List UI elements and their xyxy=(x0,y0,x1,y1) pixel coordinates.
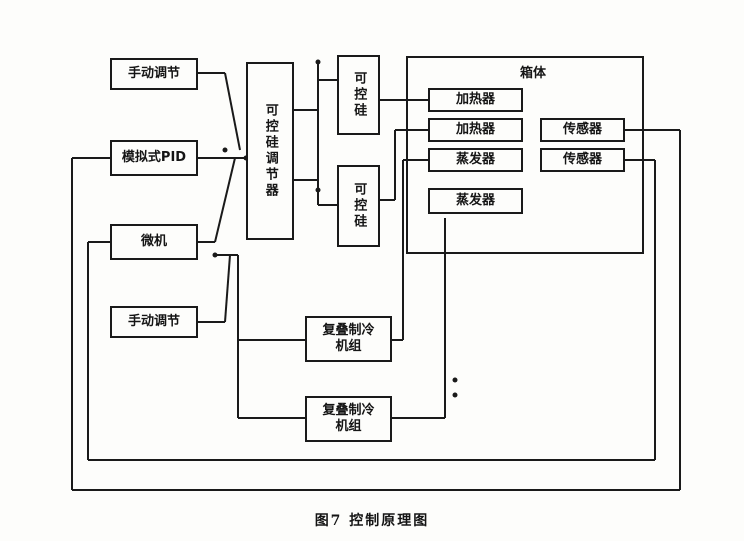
cascade-refrigeration-1-box: 复叠制冷机组 xyxy=(305,316,392,362)
scr-bottom-box: 可控硅 xyxy=(337,165,380,247)
microcomputer-label: 微机 xyxy=(140,234,167,250)
analog-pid-box: 模拟式PID xyxy=(110,140,198,176)
cascade-refrigeration-2-label: 复叠制冷机组 xyxy=(322,403,375,434)
chamber-label: 箱体 xyxy=(520,66,547,81)
sensor-1-label: 传感器 xyxy=(562,122,602,138)
heater-1-label: 加热器 xyxy=(455,92,495,108)
evaporator-1-box: 蒸发器 xyxy=(428,148,523,172)
manual-adjust-top-label: 手动调节 xyxy=(127,66,180,82)
heater-2-box: 加热器 xyxy=(428,118,523,142)
cascade-refrigeration-2-box: 复叠制冷机组 xyxy=(305,396,392,442)
chamber-outline xyxy=(406,56,644,254)
evaporator-1-label: 蒸发器 xyxy=(455,152,495,168)
sensor-1-box: 传感器 xyxy=(540,118,625,142)
scr-top-label: 可控硅 xyxy=(351,71,367,119)
sensor-2-box: 传感器 xyxy=(540,148,625,172)
scr-top-box: 可控硅 xyxy=(337,55,380,135)
microcomputer-box: 微机 xyxy=(110,224,198,260)
sensor-2-label: 传感器 xyxy=(562,152,602,168)
evaporator-2-box: 蒸发器 xyxy=(428,188,523,214)
manual-adjust-bottom-box: 手动调节 xyxy=(110,306,198,338)
figure-caption: 图7 控制原理图 xyxy=(314,513,430,529)
scr-regulator-box: 可控硅调节器 xyxy=(246,62,294,240)
heater-2-label: 加热器 xyxy=(455,122,495,138)
heater-1-box: 加热器 xyxy=(428,88,523,112)
manual-adjust-bottom-label: 手动调节 xyxy=(127,314,180,330)
cascade-refrigeration-1-label: 复叠制冷机组 xyxy=(322,323,375,354)
scr-bottom-label: 可控硅 xyxy=(351,182,367,230)
manual-adjust-top-box: 手动调节 xyxy=(110,58,198,90)
scr-regulator-label: 可控硅调节器 xyxy=(262,103,278,199)
analog-pid-label: 模拟式PID xyxy=(121,150,187,166)
evaporator-2-label: 蒸发器 xyxy=(455,193,495,209)
